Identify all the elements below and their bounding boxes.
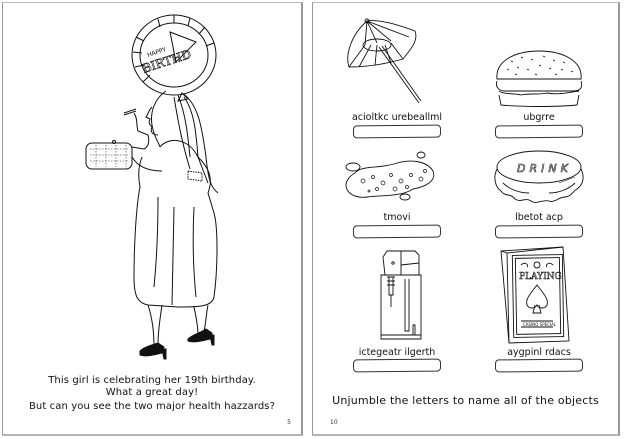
- girl-illustration: HAPPY BIRTHD: [85, 14, 219, 360]
- caption-line-3: But can you see the two major health haz…: [28, 401, 276, 412]
- puzzle-item-cocktail-umbrella: acioltkc urebeallml: [327, 11, 467, 139]
- page-number: 5: [287, 419, 291, 426]
- scrambled-word: tmovi: [383, 212, 411, 223]
- answer-input[interactable]: [494, 224, 584, 239]
- answer-input[interactable]: [352, 224, 442, 239]
- puzzle-item-burger: ubgrre: [469, 11, 609, 139]
- puzzle-item-bottle-cap: DRINK lbetot acp: [469, 133, 609, 239]
- puzzle-item-playing-cards: PLAYING CASINO SPECIAL aygpinl rdacs: [469, 241, 609, 373]
- scrambled-word: lbetot acp: [515, 212, 563, 223]
- scrambled-word: aygpinl rdacs: [507, 347, 571, 358]
- answer-input[interactable]: [494, 358, 584, 373]
- bottle-cap-icon: DRINK: [494, 150, 584, 203]
- clutch-purse-icon: [85, 140, 133, 170]
- instructions: Unjumble the letters to name all of the …: [332, 394, 599, 407]
- right-page: acioltkc urebeallml ubgrre: [312, 2, 620, 436]
- cigarette-lighter-icon: [380, 250, 422, 340]
- playing-cards-icon: PLAYING CASINO SPECIAL: [500, 246, 570, 344]
- caption-line-1: This girl is celebrating her 19th birthd…: [48, 375, 256, 386]
- scrambled-word: ubgrre: [523, 112, 555, 123]
- svg-text:DRINK: DRINK: [517, 162, 572, 175]
- cocktail-umbrella-icon: [347, 18, 422, 104]
- puzzle-item-lighter: ictegeatr ilgerth: [327, 241, 467, 373]
- scrambled-word: ictegeatr ilgerth: [358, 347, 436, 358]
- burger-icon: [496, 50, 583, 107]
- svg-text:PLAYING: PLAYING: [519, 272, 562, 282]
- scrambled-word: acioltkc urebeallml: [351, 112, 443, 123]
- left-page: HAPPY BIRTHD: [2, 2, 303, 436]
- page-number: 10: [330, 419, 338, 426]
- high-heel-shoes-icon: [139, 328, 215, 360]
- answer-input[interactable]: [352, 358, 442, 373]
- birthday-balloon-icon: HAPPY BIRTHD: [131, 14, 217, 102]
- puzzle-item-vomit: tmovi: [327, 133, 467, 239]
- svg-text:CASINO SPECIAL: CASINO SPECIAL: [523, 322, 557, 327]
- vomit-icon: [345, 151, 435, 201]
- caption-line-2: What a great day!: [105, 387, 199, 398]
